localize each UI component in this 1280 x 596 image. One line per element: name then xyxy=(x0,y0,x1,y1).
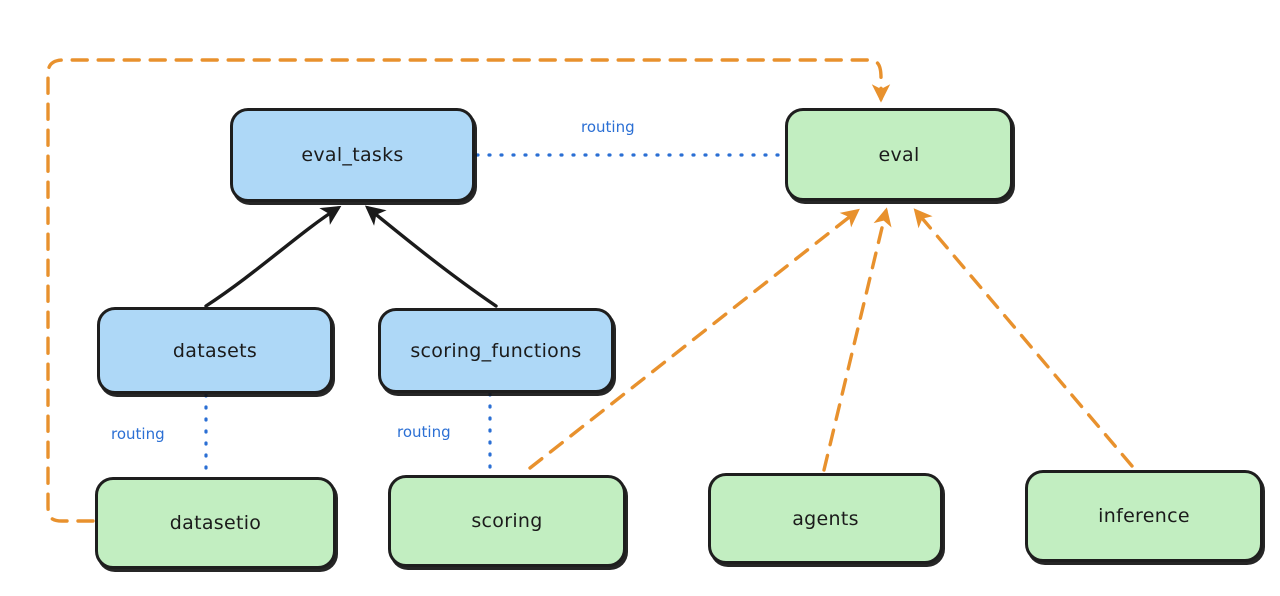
node-label-eval-tasks: eval_tasks xyxy=(301,144,404,166)
node-label-datasetio: datasetio xyxy=(169,512,262,534)
node-label-datasets: datasets xyxy=(172,339,258,362)
node-scoring[interactable]: scoring xyxy=(388,475,626,567)
node-inference[interactable]: inference xyxy=(1025,470,1263,562)
node-label-scoring: scoring xyxy=(471,510,543,532)
node-label-scoring-functions: scoring_functions xyxy=(410,339,582,362)
node-label-agents: agents xyxy=(792,507,859,530)
edge-scoring-functions-to-eval-tasks xyxy=(364,205,498,308)
edge-label-routing-datasets-datasetio: routing xyxy=(108,425,168,443)
node-label-inference: inference xyxy=(1098,505,1190,527)
node-agents[interactable]: agents xyxy=(708,473,943,564)
node-eval[interactable]: eval xyxy=(785,108,1013,201)
edge-datasets-to-eval-tasks xyxy=(204,205,342,308)
edge-label-routing-eval-tasks-eval: routing xyxy=(578,118,638,136)
node-label-eval: eval xyxy=(878,143,920,166)
node-scoring-functions[interactable]: scoring_functions xyxy=(378,308,614,393)
edge-inference-to-eval xyxy=(913,208,1134,468)
node-datasetio[interactable]: datasetio xyxy=(95,477,336,569)
edge-label-routing-scoring-functions-scoring: routing xyxy=(394,423,454,441)
node-eval-tasks[interactable]: eval_tasks xyxy=(230,108,475,202)
edge-agents-to-eval xyxy=(822,207,892,472)
node-datasets[interactable]: datasets xyxy=(97,307,333,394)
